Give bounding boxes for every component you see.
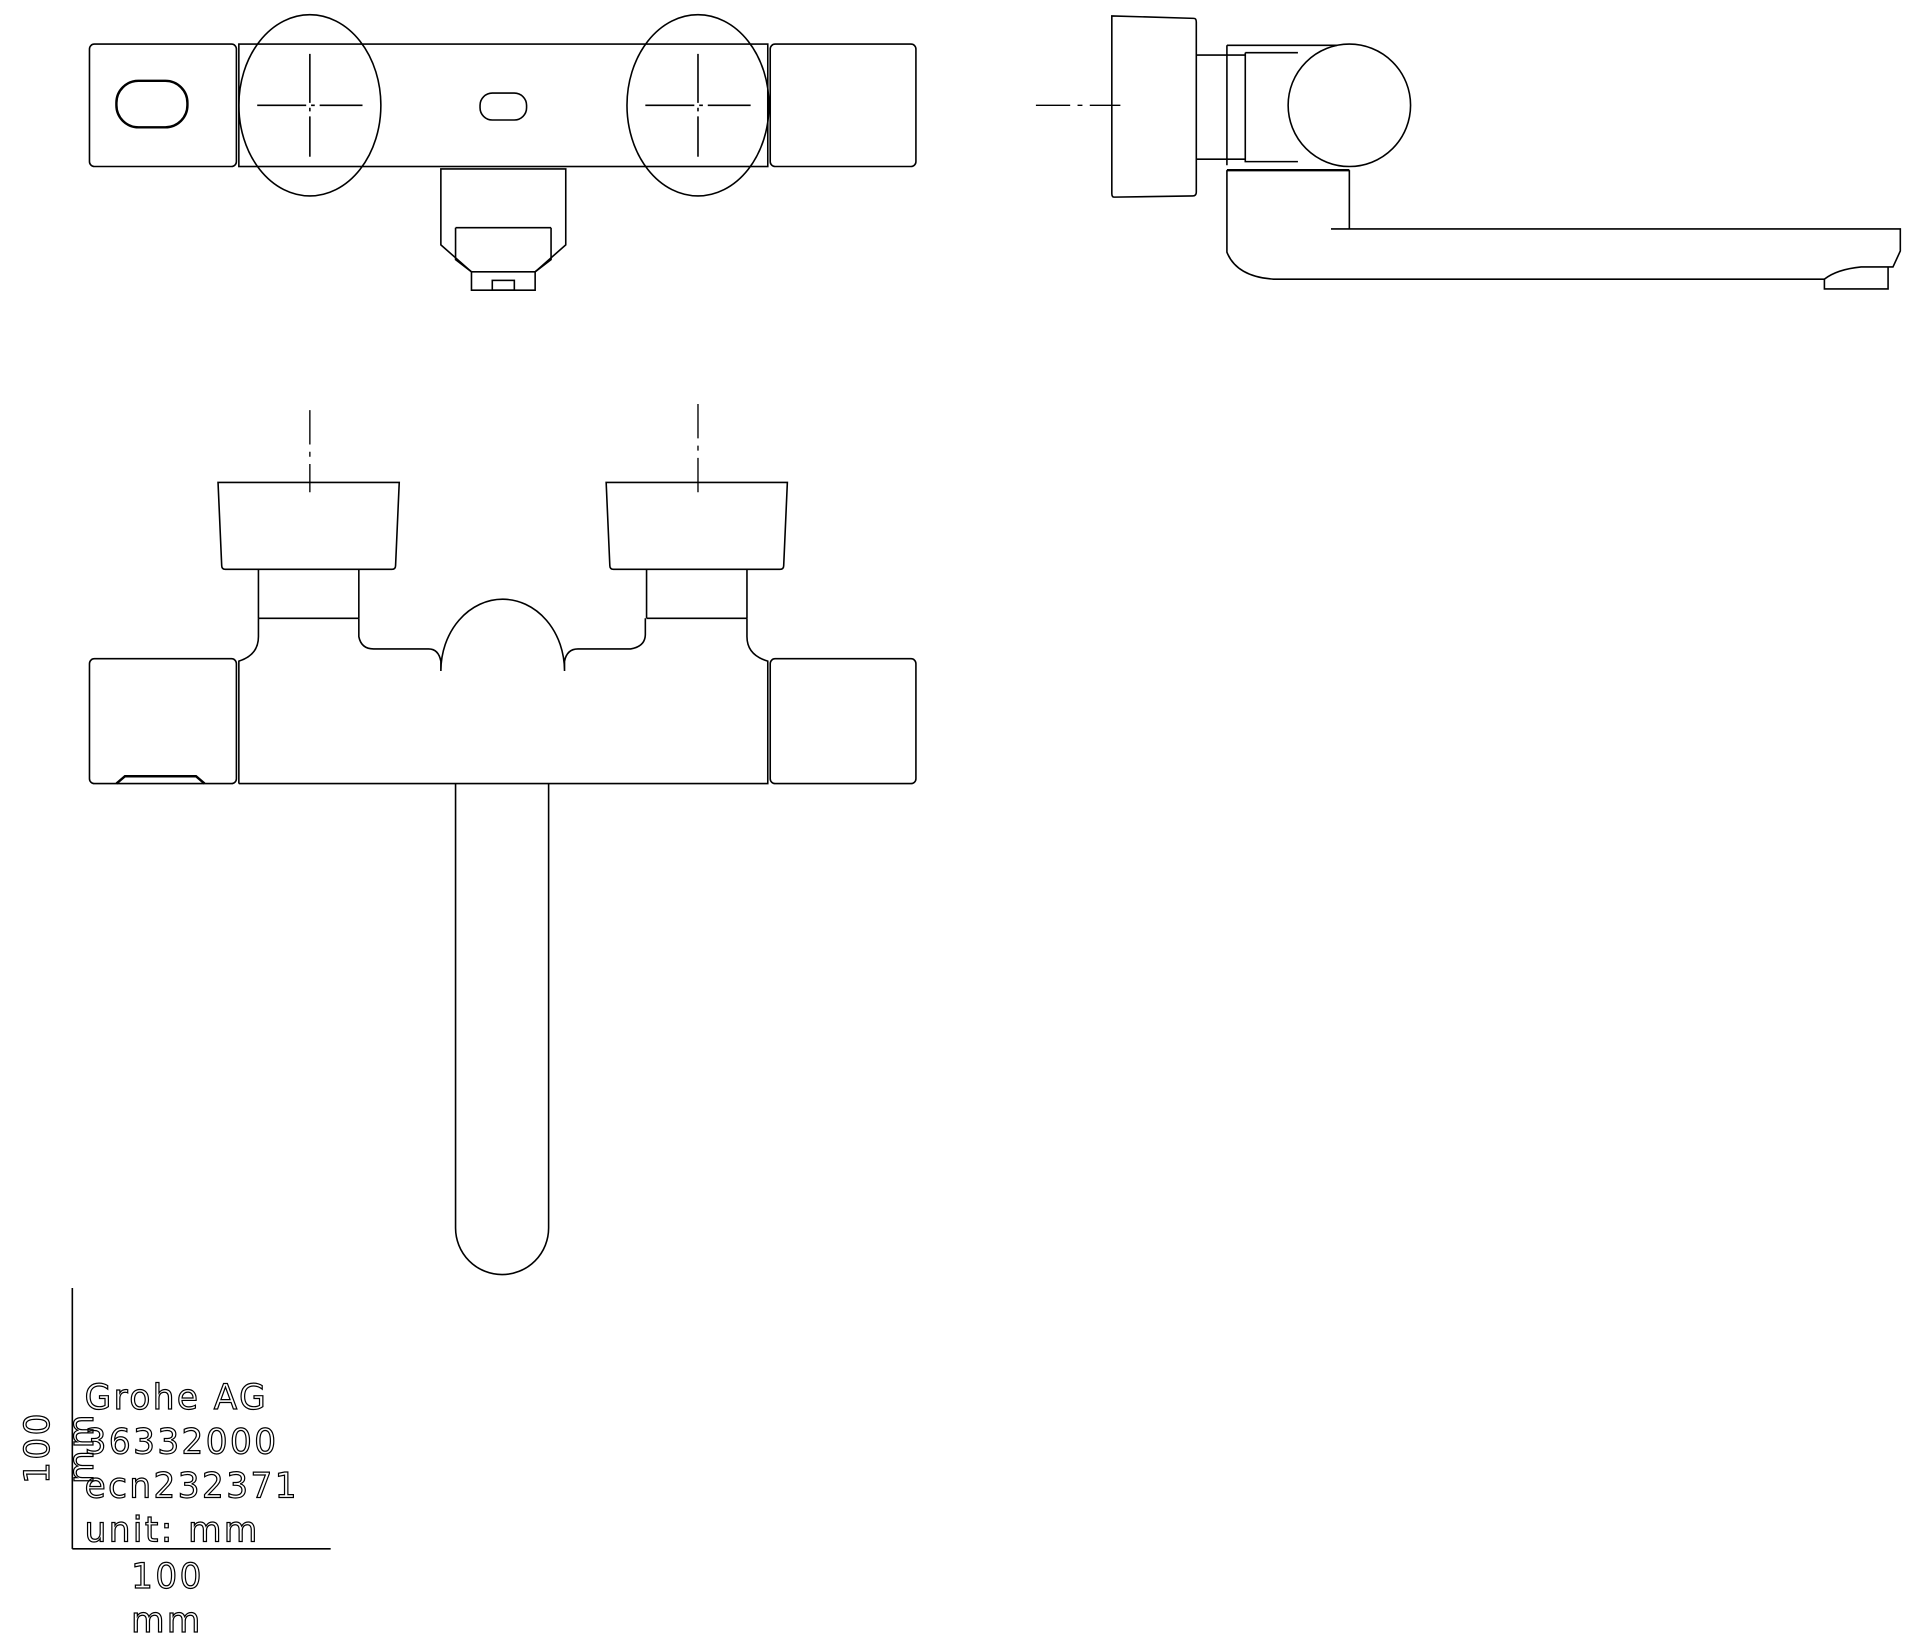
left-stem — [257, 569, 360, 620]
right-end-cap-front — [769, 657, 917, 785]
left-end-cap-front — [88, 657, 238, 785]
unit-label: unit: mm — [85, 1510, 260, 1550]
side-aerator — [1823, 266, 1889, 290]
top-view — [88, 13, 917, 291]
right-end-cap — [769, 43, 917, 168]
temperature-window — [115, 79, 189, 129]
left-crosshair — [257, 53, 363, 157]
side-view — [1035, 15, 1902, 290]
spout-outlet — [454, 226, 552, 273]
right-handle-outline — [626, 13, 770, 197]
right-stem — [645, 569, 748, 620]
horizontal-scale-value: 100 — [131, 1557, 204, 1597]
right-crosshair — [645, 53, 751, 157]
title-block: Grohe AG 36332000 ecn232371 unit: mm — [84, 1378, 299, 1551]
vertical-scale-unit: mm — [62, 1412, 102, 1484]
right-handle — [605, 481, 789, 571]
horizontal-scale-unit: mm — [131, 1601, 203, 1641]
left-end-cap — [88, 43, 238, 168]
front-spout — [454, 783, 550, 1276]
side-stem — [1196, 54, 1246, 160]
vertical-scale-value: 100 — [18, 1411, 58, 1484]
side-connector — [1226, 44, 1338, 166]
body-front — [238, 598, 769, 785]
aerator — [491, 279, 516, 291]
spout-top — [440, 168, 567, 291]
center-slot — [479, 92, 528, 121]
company-name: Grohe AG — [85, 1378, 269, 1418]
side-handle — [1287, 43, 1412, 168]
front-view — [88, 404, 917, 1276]
part-number: 36332000 — [85, 1422, 279, 1462]
ecn-number: ecn232371 — [85, 1466, 299, 1506]
side-spout — [1226, 170, 1902, 280]
front-drain — [115, 775, 206, 785]
body-top — [238, 43, 769, 168]
scale-bar: 100 mm 100 mm — [17, 1288, 331, 1642]
side-knob — [1111, 15, 1198, 198]
left-handle — [217, 481, 401, 571]
